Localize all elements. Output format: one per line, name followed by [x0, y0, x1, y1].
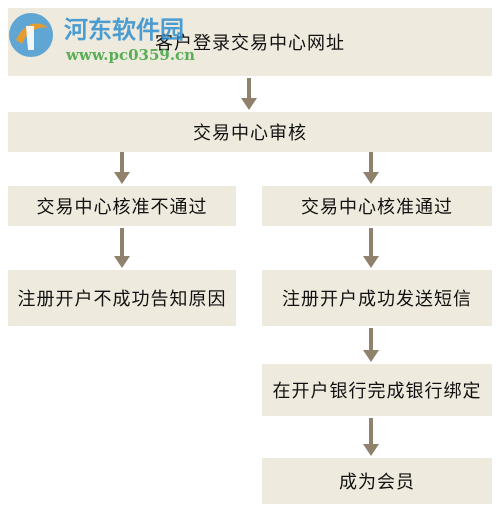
watermark-site-name: 河东软件园: [64, 16, 184, 44]
node-fail: 交易中心核准不通过: [8, 186, 236, 226]
arrow-bind-to-member: [363, 418, 379, 456]
watermark: 河东软件园 www.pc0359.cn: [6, 6, 246, 70]
node-bind-bank: 在开户银行完成银行绑定: [262, 364, 492, 416]
node-fail-notify-label: 注册开户不成功告知原因: [17, 289, 227, 310]
arrow-sms-to-bind: [363, 328, 379, 362]
node-pass-sms-label: 注册开户成功发送短信: [282, 289, 472, 310]
node-pass: 交易中心核准通过: [262, 186, 492, 226]
arrow-pass-to-sms: [363, 228, 379, 268]
watermark-url: www.pc0359.cn: [66, 46, 196, 64]
node-fail-notify: 注册开户不成功告知原因: [8, 270, 236, 326]
node-review-label: 交易中心审核: [193, 123, 307, 144]
node-pass-label: 交易中心核准通过: [301, 197, 453, 218]
node-login-label: 客户登录交易中心网址: [155, 33, 345, 54]
node-fail-label: 交易中心核准不通过: [36, 197, 208, 218]
arrow-review-to-fail: [114, 152, 130, 184]
arrow-fail-to-notify: [114, 228, 130, 268]
node-member: 成为会员: [262, 458, 492, 504]
arrow-login-to-review: [241, 78, 257, 110]
node-review: 交易中心审核: [8, 112, 492, 152]
arrow-review-to-pass: [363, 152, 379, 184]
node-login: 客户登录交易中心网址: [8, 8, 492, 76]
watermark-logo-icon: [9, 13, 53, 57]
node-bind-bank-label: 在开户银行完成银行绑定: [272, 381, 482, 402]
node-member-label: 成为会员: [339, 472, 415, 493]
node-pass-sms: 注册开户成功发送短信: [262, 270, 492, 326]
